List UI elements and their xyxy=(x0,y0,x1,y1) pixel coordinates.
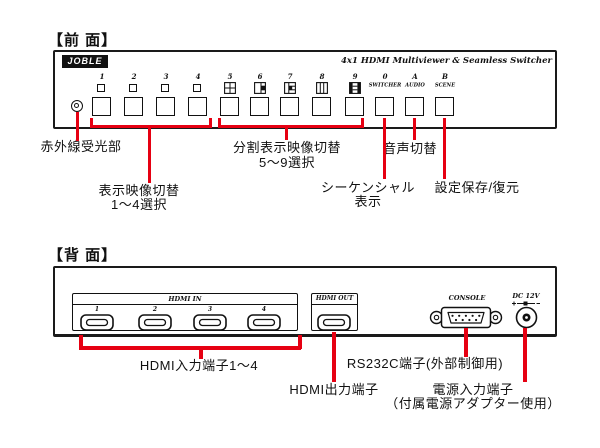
input4-indicator-icon xyxy=(193,84,201,92)
bracket-5-9-left-tick xyxy=(218,118,221,128)
pip-right-view-icon xyxy=(254,82,266,94)
button-input-1 xyxy=(92,97,111,116)
audio-label: 音声切替 xyxy=(382,141,437,156)
button-number: 8 xyxy=(319,72,325,81)
center-strip-view-icon xyxy=(349,82,361,94)
button-number: 0 xyxy=(382,72,388,81)
button-word: SCENE xyxy=(434,82,456,88)
power-label-line2: （付属電源アダプター使用） xyxy=(385,396,561,411)
side-by-side-view-icon xyxy=(316,82,328,94)
button-input-3 xyxy=(156,97,175,116)
button-number: 5 xyxy=(227,72,233,81)
rs232c-label: RS232C端子(外部制御用) xyxy=(346,356,504,371)
dc-title: DC 12V xyxy=(512,292,540,300)
switcher-pointer-line xyxy=(383,118,386,179)
quad-view-icon xyxy=(224,82,236,94)
button-scene xyxy=(435,97,454,116)
button-layout-5 xyxy=(220,97,239,116)
scene-pointer-line xyxy=(443,118,446,179)
button-number: A xyxy=(412,72,418,81)
split59-label-line1: 分割表示映像切替 xyxy=(232,140,341,155)
bracket-5-9-bar xyxy=(218,125,364,128)
port-number: 4 xyxy=(261,306,267,313)
button-number: B xyxy=(442,72,448,81)
button-word: AUDIO xyxy=(405,82,425,88)
dc-polarity-icon xyxy=(511,300,541,307)
hdmi-in-label: HDMI入力端子1～4 xyxy=(139,358,259,373)
input3-indicator-icon xyxy=(161,84,169,92)
button-number: 9 xyxy=(352,72,358,81)
button-number: 6 xyxy=(257,72,263,81)
input2-indicator-icon xyxy=(129,84,137,92)
ir-label: 赤外線受光部 xyxy=(40,139,122,154)
hdmi-in-bracket-right-tick xyxy=(298,335,302,349)
button-layout-7 xyxy=(280,97,299,116)
power-pointer-line xyxy=(523,328,527,382)
select14-label-line1: 表示映像切替 xyxy=(98,183,180,198)
rs232c-pointer-line xyxy=(464,328,468,357)
button-number: 4 xyxy=(195,72,201,81)
bracket-1-4-bar xyxy=(90,125,212,128)
power-label-line1: 電源入力端子 xyxy=(432,382,514,397)
port-number: 2 xyxy=(152,306,158,313)
hdmi-in-port-4 xyxy=(247,314,281,331)
split-left-view-icon xyxy=(284,82,296,94)
button-layout-9 xyxy=(345,97,364,116)
button-layout-6 xyxy=(250,97,269,116)
back-section-heading: 【背 面】 xyxy=(48,247,118,264)
button-input-2 xyxy=(124,97,143,116)
brand-logo: JOBLE xyxy=(62,55,108,68)
port-number: 3 xyxy=(207,306,213,313)
hdmi-out-port xyxy=(317,314,351,331)
hdmi-in-group-title: HDMI IN xyxy=(73,294,297,305)
hdmi-in-bracket-left-tick xyxy=(79,335,83,349)
bracket-1-4-right-tick xyxy=(209,118,212,128)
hdmi-out-pointer-line xyxy=(332,332,336,382)
hdmi-in-port-1 xyxy=(80,314,114,331)
bracket-1-4-stem xyxy=(148,128,151,183)
select14-label-line2: 1～4選択 xyxy=(111,197,167,212)
bracket-5-9-right-tick xyxy=(361,118,364,128)
button-number: 1 xyxy=(99,72,105,81)
hdmi-in-bracket-stem xyxy=(199,349,203,359)
ir-receiver xyxy=(71,100,83,112)
button-input-4 xyxy=(188,97,207,116)
button-number: 2 xyxy=(131,72,137,81)
button-word: SWITCHER xyxy=(368,82,402,88)
hdmi-out-group-title: HDMI OUT xyxy=(312,294,357,305)
bracket-1-4-left-tick xyxy=(90,118,93,128)
button-switcher xyxy=(375,97,394,116)
save-restore-label: 設定保存/復元 xyxy=(434,180,520,195)
button-number: 3 xyxy=(163,72,169,81)
button-audio xyxy=(405,97,424,116)
ir-pointer-line xyxy=(76,112,79,141)
dc-jack xyxy=(515,306,538,329)
input1-indicator-icon xyxy=(97,84,105,92)
button-layout-8 xyxy=(312,97,331,116)
console-title: CONSOLE xyxy=(448,294,486,302)
device-title: 4x1 HDMI Multiviewer & Seamless Switcher xyxy=(340,56,552,66)
audio-pointer-line xyxy=(413,118,416,140)
hdmi-in-port-3 xyxy=(193,314,227,331)
hdmi-in-port-2 xyxy=(138,314,172,331)
rs232c-connector xyxy=(428,305,504,330)
hdmi-in-bracket-bar xyxy=(79,346,301,350)
sequential-label-line2: 表示 xyxy=(354,194,382,209)
button-number: 7 xyxy=(287,72,293,81)
sequential-label-line1: シーケンシャル xyxy=(320,180,416,195)
split59-label-line2: 5～9選択 xyxy=(259,155,315,170)
ir-receiver-lens-icon xyxy=(74,103,79,108)
port-number: 1 xyxy=(94,306,100,313)
front-section-heading: 【前 面】 xyxy=(48,32,118,49)
hdmi-out-label: HDMI出力端子 xyxy=(289,382,379,397)
bracket-5-9-stem xyxy=(285,128,288,140)
